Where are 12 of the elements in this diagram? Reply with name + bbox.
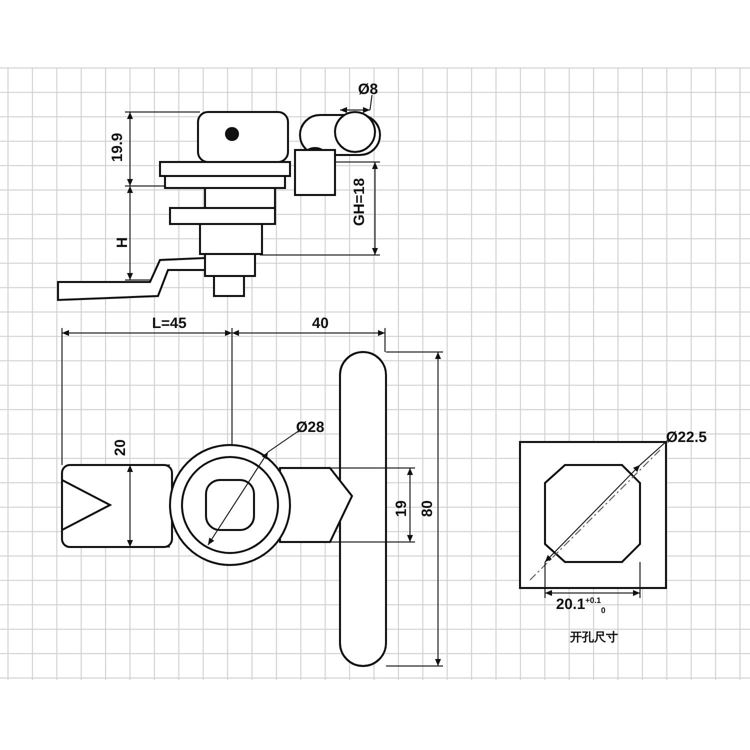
dimension-label: 40 (312, 316, 329, 332)
dimension-label: Ø8 (358, 82, 378, 98)
dimension-label: H (115, 237, 131, 248)
dimension-label: 19 (394, 500, 410, 517)
dimension-label: 19.9 (110, 132, 126, 162)
dimension-label: Ø22.5 (666, 430, 707, 446)
dimension-label: 80 (420, 500, 436, 517)
dimension-label: L=45 (152, 316, 187, 332)
dimension-label: GH=18 (352, 178, 368, 226)
dimension-label: Ø28 (296, 420, 324, 436)
dimension-label: 20 (113, 439, 129, 456)
caption-text: 开孔尺寸 (570, 629, 618, 645)
